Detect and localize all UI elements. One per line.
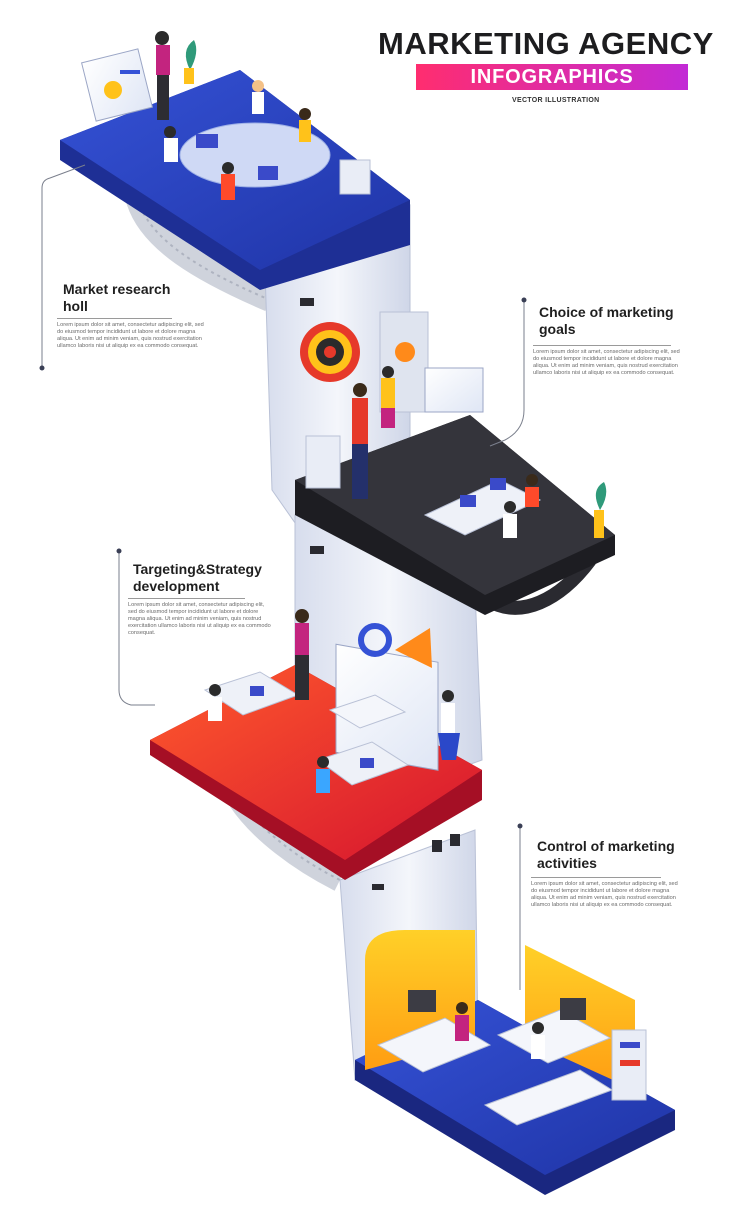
- section-title-control-activities: Control of marketing activities: [537, 838, 675, 872]
- infographic-subtitle: VECTOR ILLUSTRATION: [512, 97, 600, 104]
- section-title-market-research: Market research holl: [63, 281, 170, 315]
- floor-target-room: [295, 311, 615, 615]
- section-divider: [533, 345, 671, 346]
- section-title-line: Control of marketing: [537, 838, 675, 854]
- callout-lines: [41, 164, 525, 990]
- section-title-line: development: [133, 578, 220, 594]
- section-body-control-activities: Lorem ipsum dolor sit amet, consectetur …: [531, 881, 678, 908]
- section-title-line: Market research: [63, 281, 171, 297]
- section-body-marketing-goals: Lorem ipsum dolor sit amet, consectetur …: [533, 349, 680, 376]
- infographic-title: MARKETING AGENCY: [378, 26, 714, 61]
- floor-meeting-room: [60, 31, 410, 290]
- infographic-banner: INFOGRAPHICS: [416, 64, 688, 90]
- section-divider: [57, 318, 172, 319]
- callout-dots: [39, 297, 527, 829]
- section-title-line: Choice of marketing: [539, 304, 674, 320]
- section-title-line: holl: [63, 298, 88, 314]
- section-body-market-research: Lorem ipsum dolor sit amet, consectetur …: [57, 322, 204, 349]
- section-divider: [531, 877, 661, 878]
- floor-workstation-room: [355, 930, 675, 1195]
- section-title-targeting-strategy: Targeting&Strategy development: [133, 561, 262, 595]
- section-title-marketing-goals: Choice of marketing goals: [539, 304, 674, 338]
- section-title-line: Targeting&Strategy: [133, 561, 262, 577]
- section-title-line: activities: [537, 855, 597, 871]
- section-body-targeting-strategy: Lorem ipsum dolor sit amet, consectetur …: [128, 602, 271, 636]
- section-title-line: goals: [539, 321, 576, 337]
- floor-strategy-room: [150, 609, 482, 880]
- section-divider: [128, 598, 245, 599]
